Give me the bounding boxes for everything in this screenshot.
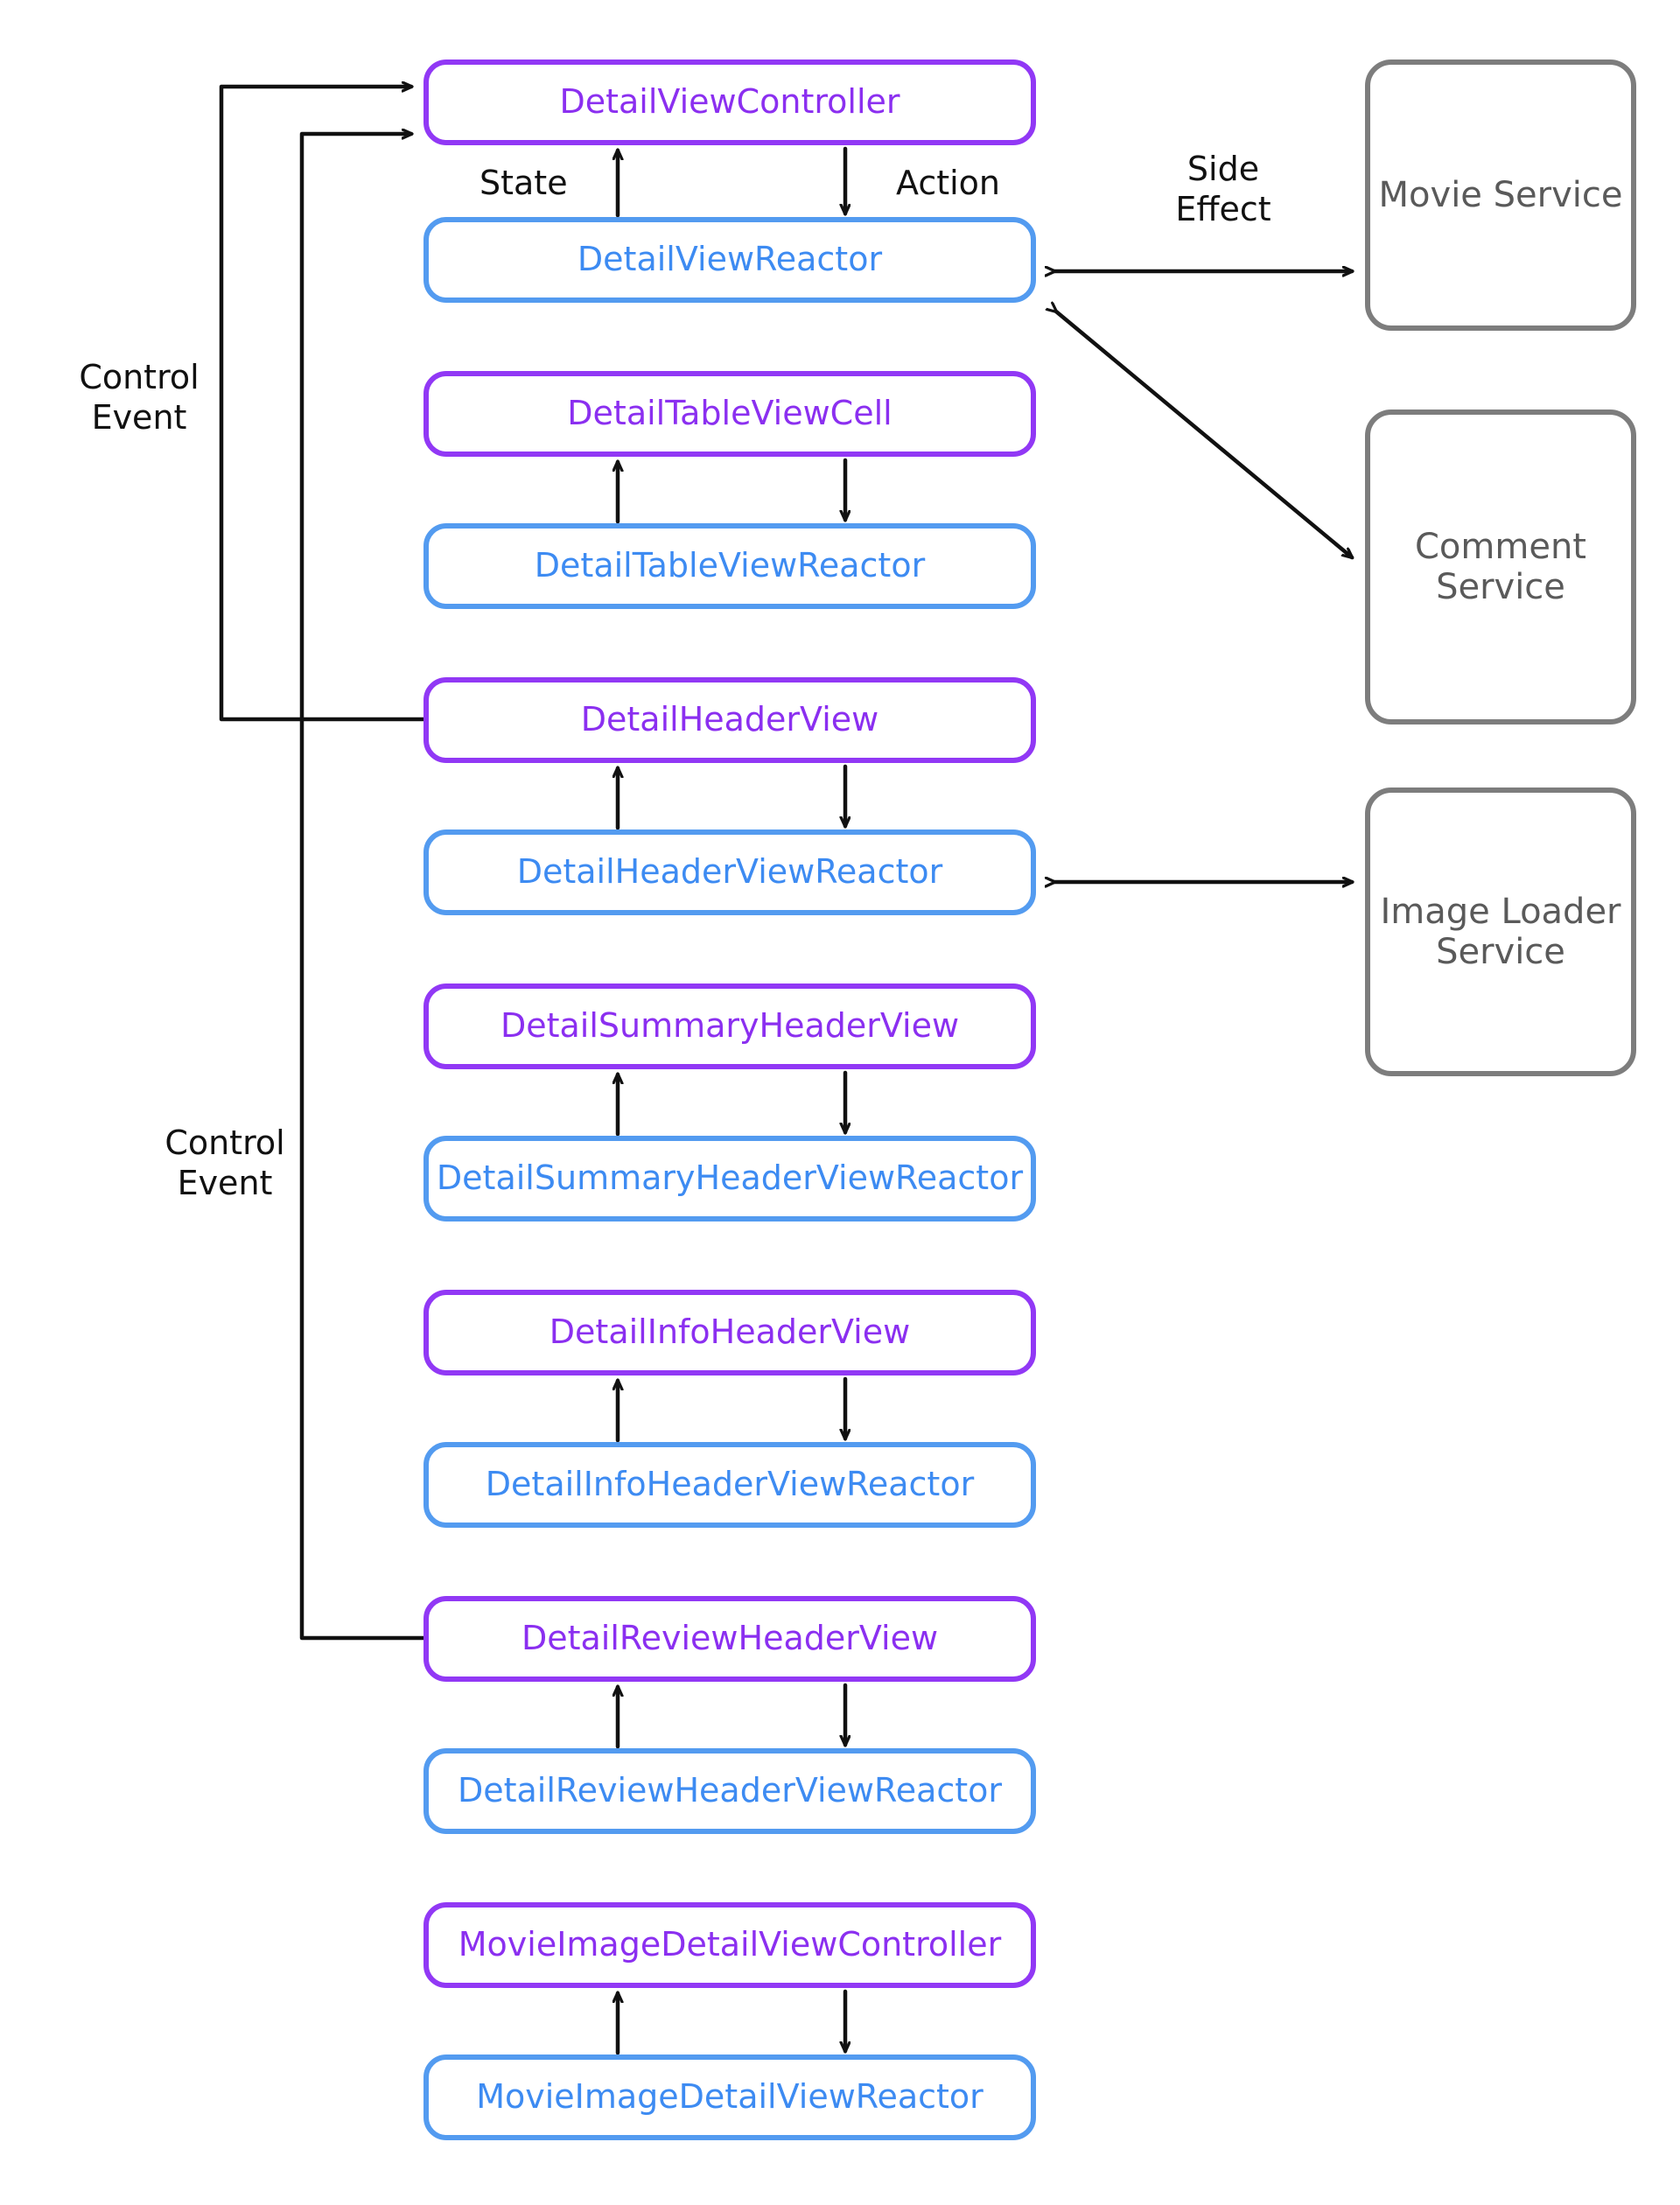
node-detail-review-header-view-reactor[interactable]: DetailReviewHeaderViewReactor (424, 1748, 1036, 1834)
node-detail-review-header-view[interactable]: DetailReviewHeaderView (424, 1596, 1036, 1682)
control-event-wire-review (299, 134, 426, 1641)
service-label: Movie Service (1378, 175, 1623, 215)
node-label: DetailHeaderView (580, 700, 879, 739)
node-image-loader-service[interactable]: Image Loader Service (1365, 788, 1636, 1076)
node-detail-summary-header-view-reactor[interactable]: DetailSummaryHeaderViewReactor (424, 1136, 1036, 1222)
node-detail-table-view-cell[interactable]: DetailTableViewCell (424, 371, 1036, 457)
node-movie-image-detail-view-reactor[interactable]: MovieImageDetailViewReactor (424, 2054, 1036, 2140)
edge-label-action: Action (896, 164, 1001, 202)
node-label: DetailSummaryHeaderView (500, 1006, 960, 1046)
node-detail-view-controller[interactable]: DetailViewController (424, 60, 1036, 145)
node-label: DetailInfoHeaderViewReactor (485, 1465, 975, 1504)
edge-label-control-event-bottom: Control Event (164, 1124, 285, 1203)
node-detail-view-reactor[interactable]: DetailViewReactor (424, 217, 1036, 303)
edge-label-side-effect: Side Effect (1175, 150, 1271, 229)
edge-label-state: State (480, 164, 568, 202)
node-label: DetailInfoHeaderView (549, 1312, 911, 1352)
node-label: DetailViewReactor (577, 240, 883, 279)
node-label: DetailReviewHeaderView (521, 1619, 939, 1658)
node-detail-header-view[interactable]: DetailHeaderView (424, 677, 1036, 763)
node-label: DetailTableViewCell (567, 394, 892, 433)
node-detail-info-header-view[interactable]: DetailInfoHeaderView (424, 1290, 1036, 1376)
node-comment-service[interactable]: Comment Service (1365, 410, 1636, 724)
node-label: DetailTableViewReactor (534, 546, 926, 585)
side-effect-wire-comment (1056, 312, 1352, 560)
node-movie-service[interactable]: Movie Service (1365, 60, 1636, 331)
node-label: MovieImageDetailViewReactor (476, 2077, 984, 2117)
control-event-wire-header (219, 87, 426, 722)
node-detail-info-header-view-reactor[interactable]: DetailInfoHeaderViewReactor (424, 1442, 1036, 1528)
node-label: MovieImageDetailViewController (458, 1925, 1002, 1964)
service-label: Image Loader Service (1380, 892, 1621, 972)
node-detail-summary-header-view[interactable]: DetailSummaryHeaderView (424, 984, 1036, 1069)
service-label: Comment Service (1415, 527, 1586, 607)
node-label: DetailHeaderViewReactor (516, 852, 943, 892)
node-label: DetailReviewHeaderViewReactor (457, 1771, 1003, 1810)
node-label: DetailSummaryHeaderViewReactor (436, 1158, 1024, 1198)
edge-label-control-event-top: Control Event (79, 358, 200, 438)
node-movie-image-detail-view-controller[interactable]: MovieImageDetailViewController (424, 1902, 1036, 1988)
node-detail-header-view-reactor[interactable]: DetailHeaderViewReactor (424, 830, 1036, 915)
node-detail-table-view-reactor[interactable]: DetailTableViewReactor (424, 523, 1036, 609)
node-label: DetailViewController (559, 82, 900, 122)
